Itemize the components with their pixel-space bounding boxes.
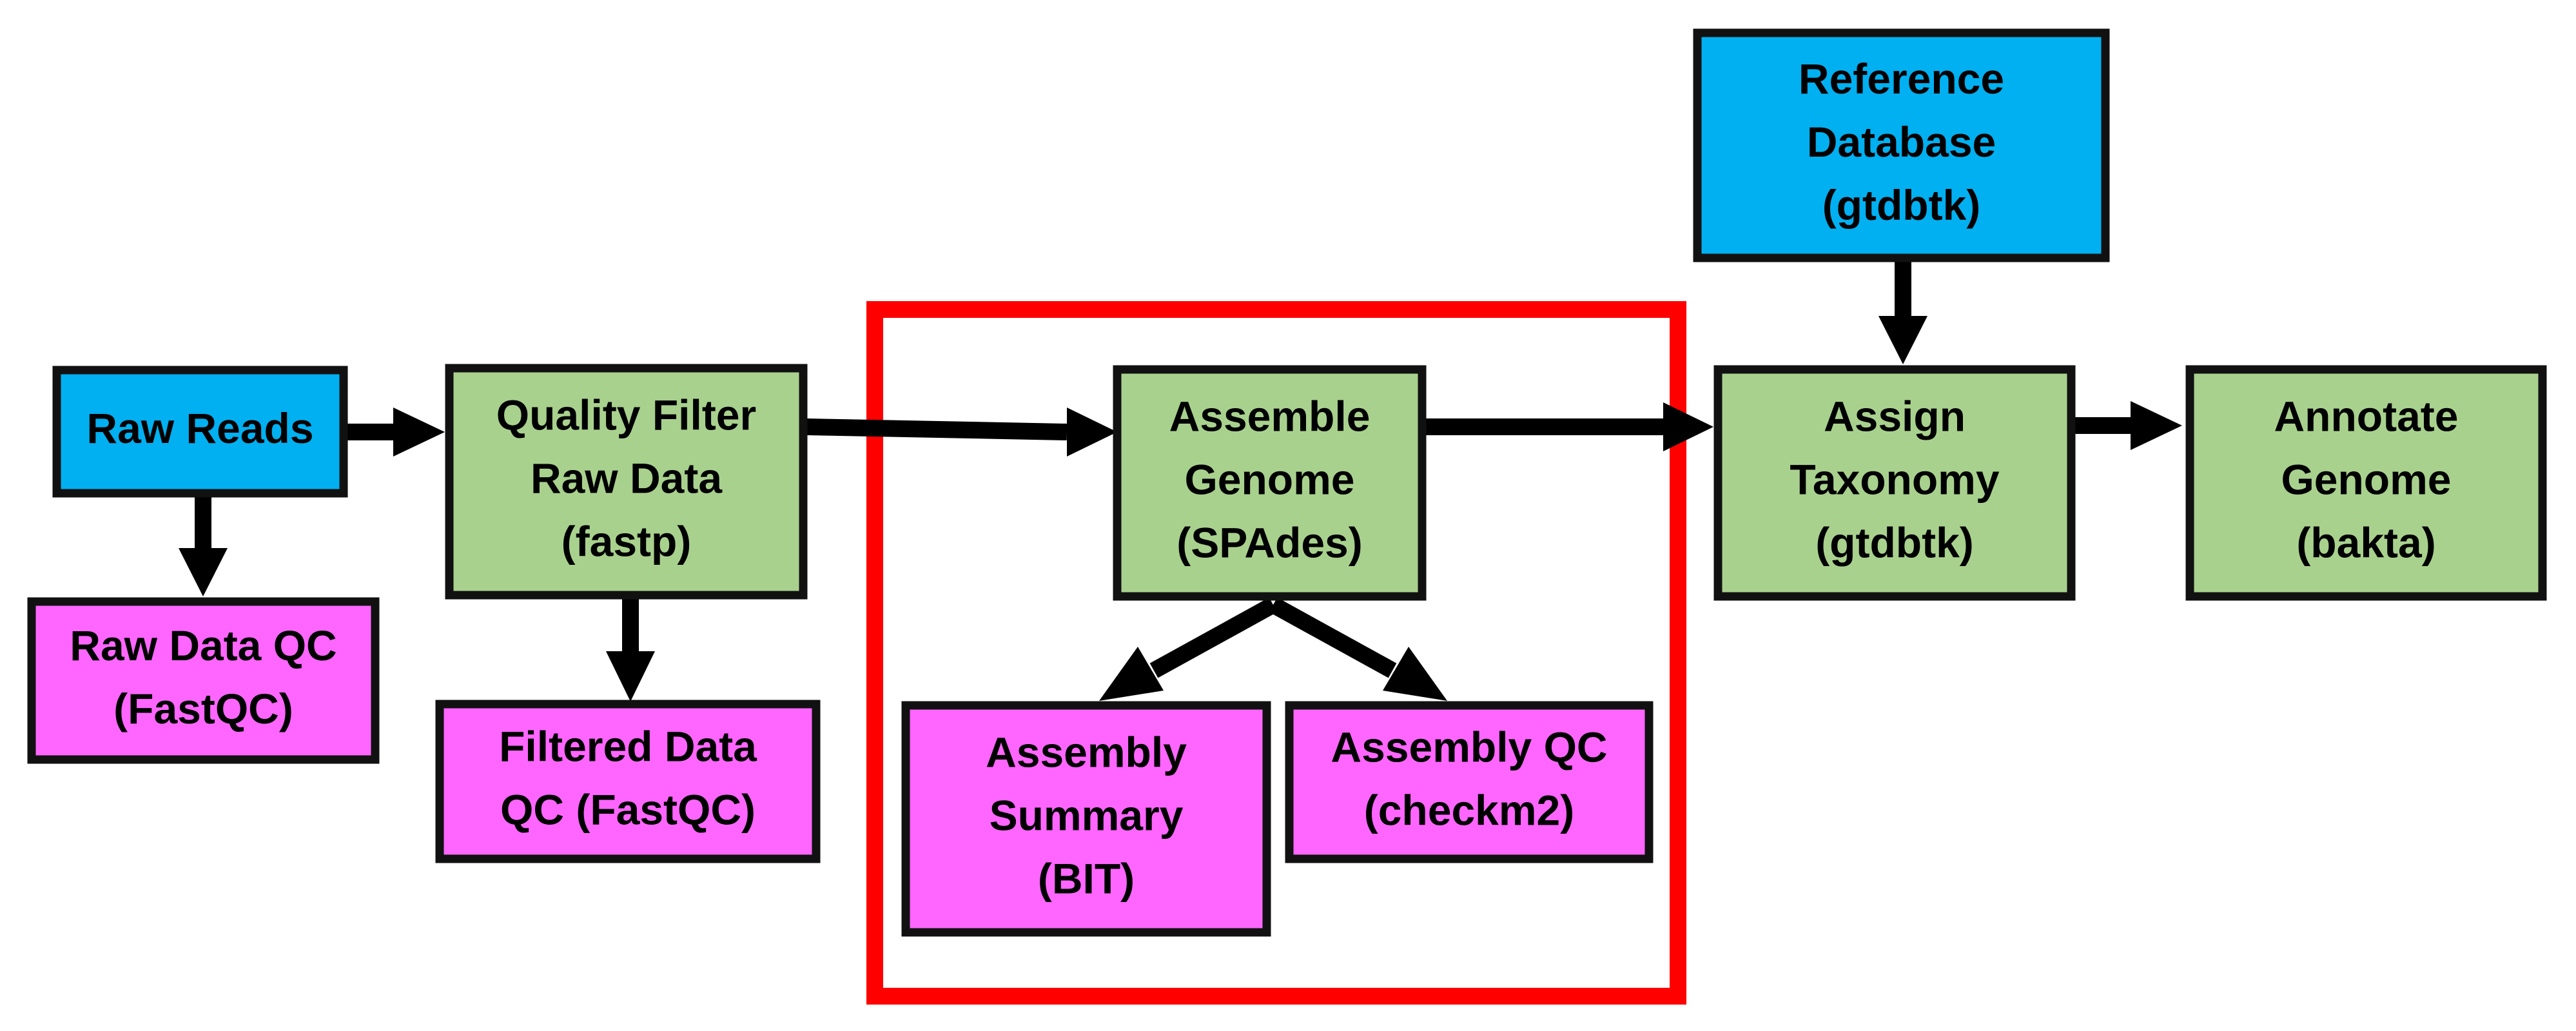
arrow-assign-taxonomy-to-annotate-genome [2071,401,2182,450]
raw-data-qc-label-line: Raw Data QC [70,622,337,669]
quality-filter-label-line: Quality Filter [496,391,756,438]
quality-filter-label-line: Raw Data [531,454,723,502]
assemble-genome-label-line: Genome [1184,455,1354,503]
assembly-summary-label-line: (BIT) [1038,854,1135,902]
node-filtered-data-qc: Filtered Data QC (FastQC) [435,700,821,863]
filtered-data-qc-box [435,700,821,863]
annotate-genome-label-line: Genome [2281,455,2451,503]
assign-taxonomy-box [1713,365,2076,601]
annotate-genome-label-line: Annotate [2274,392,2459,440]
arrow-raw-reads-to-raw-data-qc [179,493,228,596]
reference-database-label-line: (gtdbtk) [1822,181,1981,229]
assemble-genome-label-line: (SPAdes) [1176,518,1363,566]
assign-taxonomy-label-line: (gtdbtk) [1815,518,1974,566]
assembly-stage-highlight [866,301,1686,1005]
arrow-quality-filter-to-assemble-genome [806,407,1117,457]
assembly-qc-box [1285,701,1654,863]
assemble-genome-box [1113,365,1427,601]
assign-taxonomy-label-line: Taxonomy [1790,455,1999,503]
node-raw-reads: Raw Reads [52,366,348,498]
filtered-data-qc-label-line: Filtered Data [499,722,757,770]
arrow-assemble-genome-to-assembly-summary [1099,597,1278,701]
reference-database-box [1693,28,2110,262]
assembly-summary-label-line: Summary [990,791,1184,839]
reference-database-label-line: Database [1807,118,1996,166]
node-assembly-qc: Assembly QC (checkm2) [1285,701,1654,863]
annotate-genome-box [2185,365,2547,601]
arrow-reference-database-to-assign-taxonomy [1878,261,1927,364]
raw-reads-label-line: Raw Reads [86,404,313,452]
arrow-quality-filter-to-filtered-data-qc [606,598,655,702]
connectors [179,261,2182,702]
filtered-data-qc-label-line: QC (FastQC) [500,785,756,833]
arrow-assemble-genome-to-assembly-qc [1269,597,1447,701]
assign-taxonomy-label-line: Assign [1824,392,1966,440]
quality-filter-label-line: (fastp) [561,517,692,565]
quality-filter-box [445,364,808,600]
assembly-summary-box [901,701,1271,937]
raw-data-qc-box [27,597,380,764]
annotate-genome-label-line: (bakta) [2296,518,2435,566]
raw-reads-box [52,366,348,498]
arrow-raw-reads-to-quality-filter [344,407,445,457]
assembly-summary-label-line: Assembly [986,728,1187,776]
reference-database-label-line: Reference [1799,55,2004,103]
node-raw-data-qc: Raw Data QC (FastQC) [27,597,380,764]
assembly-qc-label-line: (checkm2) [1364,786,1575,834]
raw-data-qc-label-line: (FastQC) [113,685,293,732]
assemble-genome-label-line: Assemble [1169,392,1371,440]
assembly-qc-label-line: Assembly QC [1331,723,1607,771]
arrow-assemble-genome-to-assign-taxonomy [1425,402,1713,451]
